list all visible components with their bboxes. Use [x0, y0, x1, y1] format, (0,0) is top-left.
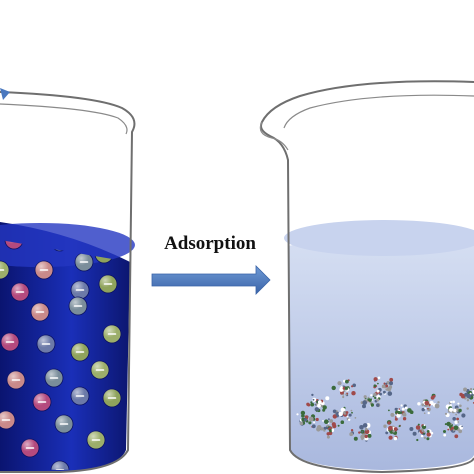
negative-ion [0, 332, 20, 352]
negative-ion [44, 368, 64, 388]
adsorbent-cluster [316, 418, 340, 439]
negative-ion [36, 334, 56, 354]
adsorbent-cluster [443, 420, 464, 439]
negative-ion [0, 260, 10, 280]
adsorbent-cluster [444, 400, 469, 421]
negative-ion [54, 414, 74, 434]
adsorbent-cluster [417, 393, 440, 415]
negative-ion [70, 386, 90, 406]
negative-ion [70, 280, 90, 300]
negative-ion [70, 342, 90, 362]
treated-beaker-glass [260, 80, 474, 474]
adsorbent-cluster [332, 406, 357, 425]
negative-ion [68, 296, 88, 316]
negative-ion [98, 274, 118, 294]
adsorption-label: Adsorption [164, 233, 256, 254]
adsorbent-cluster [360, 392, 382, 409]
negative-ion [34, 260, 54, 280]
negative-ion [102, 324, 122, 344]
negative-ion [90, 360, 110, 380]
adsorbent-cluster [306, 393, 330, 413]
negative-ion [4, 240, 24, 250]
negative-ion [74, 252, 94, 272]
stir-arrow-tip [0, 88, 10, 100]
negative-ion [20, 438, 40, 458]
treated-beaker [259, 80, 474, 474]
adsorbent-cluster [331, 379, 357, 399]
adsorbent-cluster [349, 423, 372, 442]
negative-ion [86, 430, 106, 450]
untreated-beaker-rim [0, 103, 128, 135]
treated-solution-surface [284, 220, 474, 256]
adsorbent-cluster [459, 387, 474, 404]
adsorbent-cluster [383, 420, 401, 441]
treated-beaker-rim [283, 94, 474, 129]
untreated-beaker-glass [0, 91, 136, 473]
process-arrow-group: Adsorption [151, 233, 271, 295]
negative-ion [6, 370, 26, 390]
negative-ion [30, 302, 50, 322]
untreated-solution-surface [0, 223, 135, 267]
negative-ion [50, 460, 70, 470]
adsorbent-sediment [296, 376, 474, 442]
untreated-beaker [0, 88, 136, 473]
adsorbent-cluster [409, 423, 434, 442]
adsorbent-cluster [296, 410, 319, 429]
untreated-solution [0, 222, 130, 472]
treated-beaker-spout [259, 121, 289, 151]
negative-ion [10, 282, 30, 302]
negative-ion [32, 392, 52, 412]
treated-solution [288, 230, 474, 470]
adsorbent-cluster [388, 404, 414, 421]
negative-ion [0, 410, 16, 430]
process-arrow-icon [151, 265, 271, 295]
adsorbent-cluster [373, 376, 394, 396]
negative-ion [102, 388, 122, 408]
